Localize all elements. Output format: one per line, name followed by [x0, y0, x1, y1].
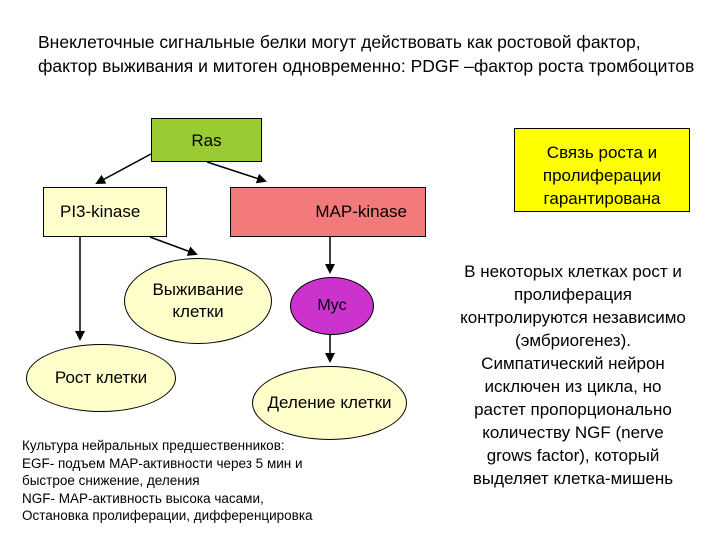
survival-line-2: клетки — [172, 302, 224, 321]
arrow-ras-to-pi3k — [95, 153, 152, 184]
link-line-1: Связь роста и — [546, 143, 658, 162]
right-line-6: исключен из цикла, но — [484, 377, 662, 396]
right-line-4: (эмбриогенез). — [515, 331, 631, 350]
right-line-3: контролируются независимо — [460, 308, 686, 327]
arrow-ras-to-mapk — [206, 161, 267, 184]
cell-growth-node: Рост клетки — [26, 344, 176, 412]
pi3-kinase-node: PI3-kinase — [43, 187, 167, 237]
cell-division-node: Деление клетки — [252, 366, 407, 440]
link-line-3: гарантирована — [543, 189, 661, 208]
myc-node: Myc — [290, 277, 374, 335]
right-line-5: Симпатический нейрон — [481, 354, 665, 373]
ras-node: Ras — [151, 118, 262, 162]
slide-title: Внеклеточные сигнальные белки могут дейс… — [38, 32, 695, 76]
right-line-7: растет пропорционально — [474, 400, 672, 419]
right-line-1: В некоторых клетках рост и — [464, 262, 682, 281]
right-line-8: количеству NGF (nerve — [482, 423, 664, 442]
independent-control-text: В некоторых клетках рост и пролиферация … — [428, 260, 718, 490]
survival-line-1: Выживание — [152, 280, 244, 299]
cell-survival-node: Выживание клетки — [124, 258, 272, 344]
right-line-2: пролиферация — [514, 285, 632, 304]
neural-culture-note: Культура нейральных предшественников: EG… — [22, 438, 313, 524]
right-line-9: grows factor), который — [486, 446, 660, 465]
arrow-pi3k-to-survival — [149, 236, 198, 256]
map-kinase-node: MAP-kinase — [230, 187, 426, 237]
link-line-2: пролиферации — [542, 166, 662, 185]
right-line-10: выделяет клетка-мишень — [472, 469, 674, 488]
growth-proliferation-link-box: Связь роста и пролиферации гарантирована — [514, 128, 690, 212]
